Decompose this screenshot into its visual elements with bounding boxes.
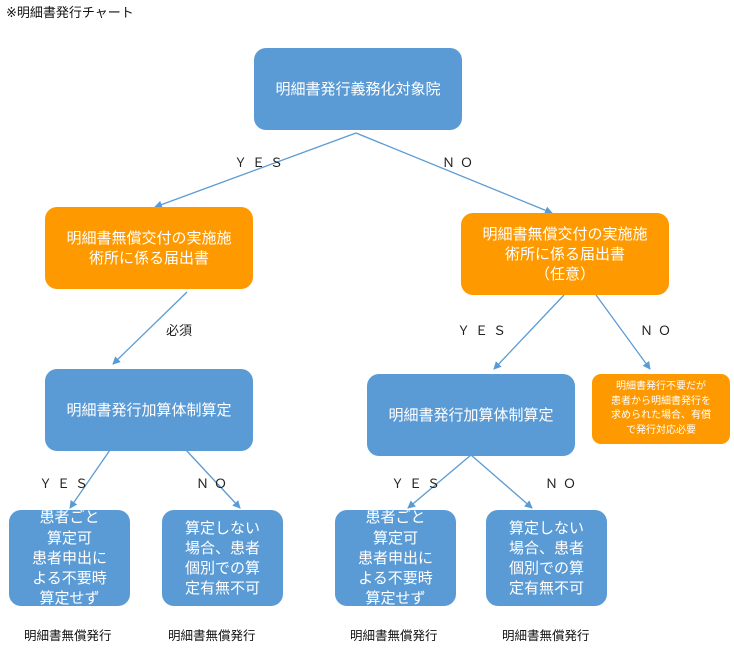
arrow-right-notice-yes (493, 294, 565, 370)
node-leaf-4: 算定しない 場合、患者 個別での算 定有無不可 (486, 510, 607, 606)
label-root-no: ＮＯ (442, 156, 479, 171)
footer-leaf-3: 明細書無償発行 (350, 628, 438, 643)
label-right-calc-no: ＮＯ (545, 477, 582, 492)
label-left-required: 必須 (166, 324, 193, 339)
footer-leaf-1: 明細書無償発行 (24, 628, 112, 643)
node-right-no-note: 明細書発行不要だが 患者から明細書発行を 求められた場合、有償 で発行対応必要 (592, 374, 730, 444)
label-right-yes: ＹＥＳ (457, 324, 512, 339)
arrow-root-no (355, 132, 553, 215)
arrow-left-calc-no (185, 449, 241, 509)
label-root-yes: ＹＥＳ (234, 156, 289, 171)
label-left-calc-yes: ＹＥＳ (39, 477, 94, 492)
node-leaf-1: 患者ごと 算定可 患者申出に よる不要時 算定せず (9, 508, 130, 607)
arrow-right-calc-yes (407, 454, 472, 509)
arrow-left-notice-required (112, 291, 188, 365)
arrow-right-notice-no (595, 294, 651, 370)
arrow-root-yes (154, 132, 357, 209)
node-left-notice: 明細書無償交付の実施施 術所に係る届出書 (45, 207, 253, 289)
node-root: 明細書発行義務化対象院 (254, 48, 462, 130)
footer-leaf-4: 明細書無償発行 (502, 628, 590, 643)
node-leaf-2: 算定しない 場合、患者 個別での算 定有無不可 (162, 510, 283, 606)
label-left-calc-no: ＮＯ (196, 477, 233, 492)
node-right-notice: 明細書無償交付の実施施 術所に係る届出書 （任意） (461, 213, 669, 295)
node-right-calc: 明細書発行加算体制算定 (367, 374, 575, 456)
label-right-calc-yes: ＹＥＳ (391, 477, 446, 492)
node-leaf-3: 患者ごと 算定可 患者申出に よる不要時 算定せず (335, 508, 456, 607)
footer-leaf-2: 明細書無償発行 (168, 628, 256, 643)
arrow-left-calc-yes (69, 449, 111, 509)
arrow-right-calc-no (470, 454, 533, 509)
node-left-calc: 明細書発行加算体制算定 (45, 369, 253, 451)
chart-title: ※明細書発行チャート (6, 6, 134, 21)
label-right-no: ＮＯ (640, 324, 677, 339)
